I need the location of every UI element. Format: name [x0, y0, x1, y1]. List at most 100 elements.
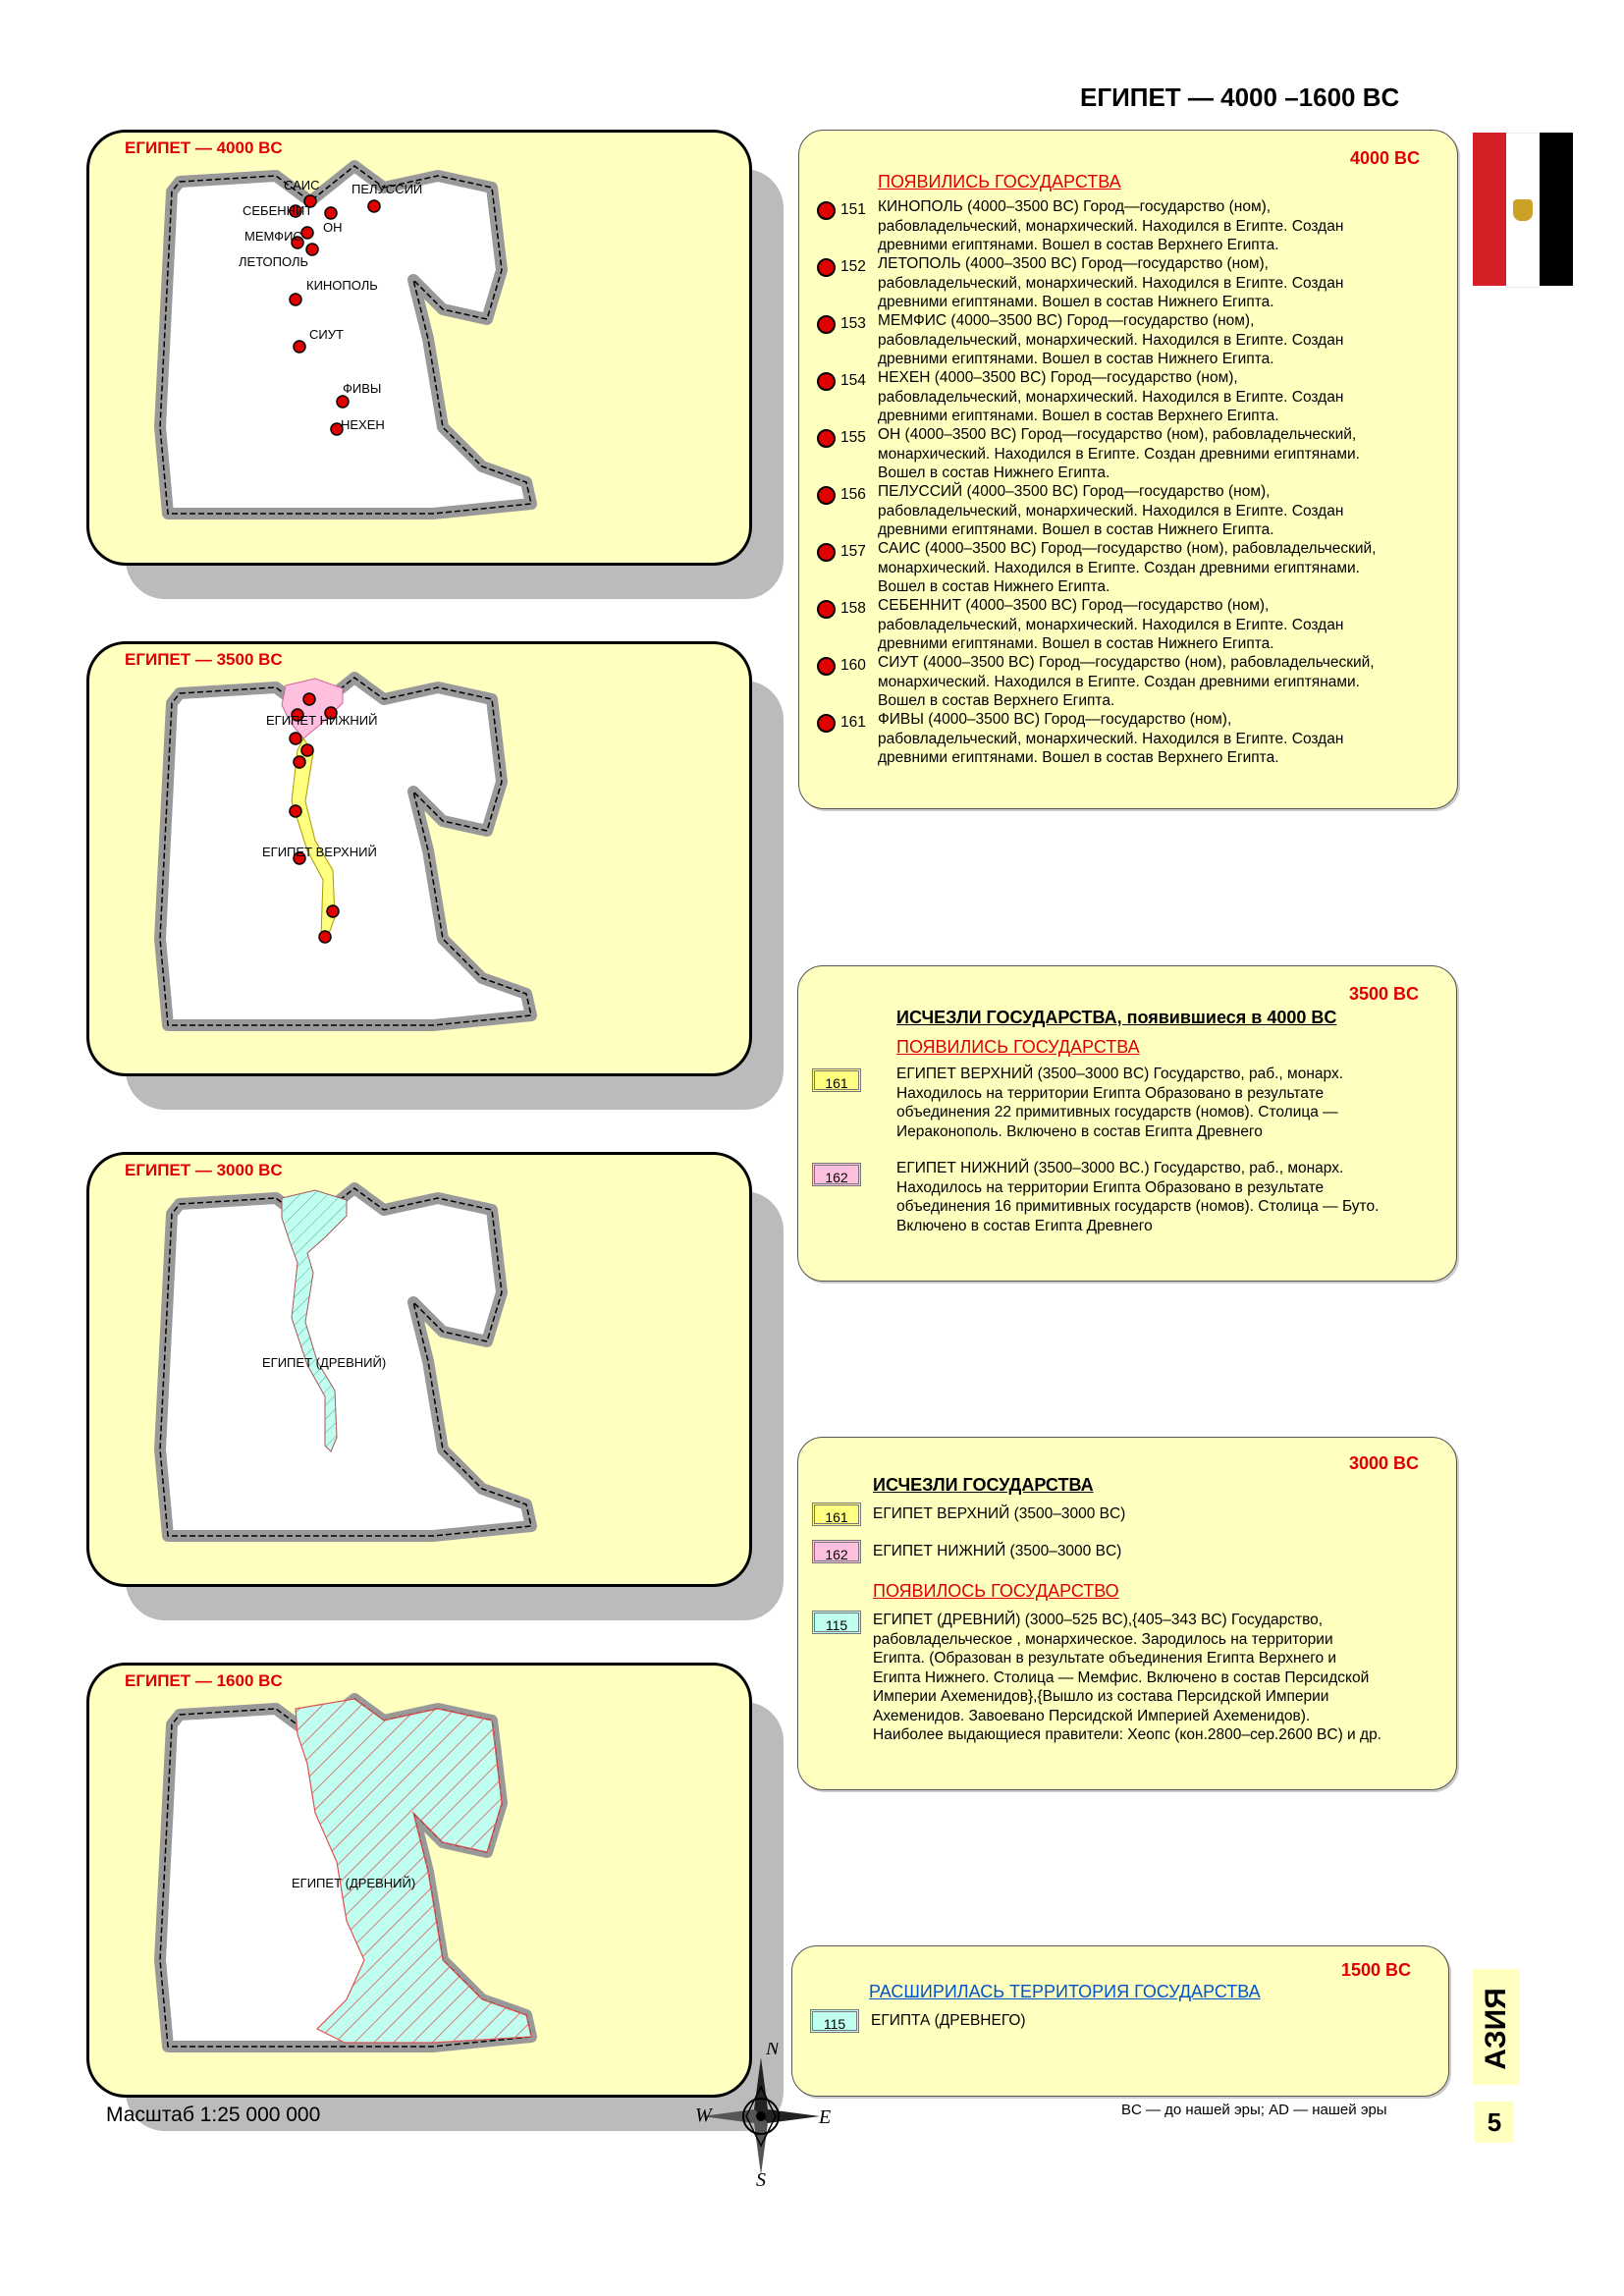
panel-year: 1500 BC — [1340, 1960, 1411, 1980]
map-panel-3500bc: ЕГИПЕТ НИЖНИЙ ЕГИПЕТ ВЕРХНИЙ ЕГИПЕТ — 35… — [86, 641, 752, 1076]
state-label: ЕГИПЕТ (ДРЕВНИЙ) — [262, 1355, 386, 1370]
page-number: 5 — [1475, 2102, 1514, 2143]
state-dot-icon — [817, 600, 836, 619]
city-dot — [293, 851, 306, 865]
entry-text: НЕХЕН (4000–3500 BC) Город—государство (… — [878, 369, 1344, 424]
city-dot — [318, 930, 332, 944]
compass-west: W — [695, 2105, 714, 2126]
entry-text: ЕГИПЕТ ВЕРХНИЙ (3500–3000 BC) — [873, 1505, 1126, 1522]
state-dot-icon — [817, 201, 836, 220]
panel-year: 3000 BC — [1348, 1453, 1419, 1473]
state-badge: 162 — [812, 1540, 861, 1563]
heading-expanded: РАСШИРИЛАСЬ ТЕРРИТОРИЯ ГОСУДАРСТВА — [869, 1982, 1261, 2001]
city-label: ФИВЫ — [343, 381, 381, 396]
entry-text: КИНОПОЛЬ (4000–3500 BC) Город—государств… — [878, 198, 1344, 253]
city-label: ПЕЛУССИЙ — [352, 182, 422, 196]
city-label: КИНОПОЛЬ — [306, 278, 378, 293]
map-title: ЕГИПЕТ — 3500 BC — [125, 650, 283, 669]
entry-text: СИУТ (4000–3500 BC) Город—государство (н… — [878, 654, 1375, 709]
map-panel-3000bc: ЕГИПЕТ (ДРЕВНИЙ) ЕГИПЕТ — 3000 BC — [86, 1152, 752, 1587]
panel-year: 3500 BC — [1348, 984, 1419, 1004]
city-dot — [293, 755, 306, 769]
state-badge: 115 — [810, 2009, 859, 2033]
entry-text: ПЕЛУССИЙ (4000–3500 BC) Город—государств… — [878, 483, 1344, 538]
flag-black-stripe — [1540, 133, 1573, 286]
compass-north: N — [765, 2043, 781, 2059]
city-dot — [324, 706, 338, 720]
state-dot-icon — [817, 372, 836, 391]
entry-text: ЕГИПЕТ НИЖНИЙ (3500–3000 BC) — [873, 1543, 1122, 1559]
compass-south: S — [756, 2169, 766, 2190]
entry-text: МЕМФИС (4000–3500 BC) Город—государство … — [878, 312, 1344, 367]
ancient-egypt-region — [281, 1189, 348, 1452]
state-label: ЕГИПЕТ ВЕРХНИЙ — [262, 845, 377, 859]
map-title: ЕГИПЕТ — 1600 BC — [125, 1671, 283, 1690]
egypt-map-4000bc: САИС ПЕЛУССИЙ СЕБЕННИТ ОН МЕМФИС ЛЕТОПОЛ… — [154, 160, 537, 519]
entry-number: 157 — [840, 543, 866, 560]
state-dot-icon — [817, 657, 836, 676]
compass-east: E — [818, 2106, 831, 2128]
city-dot-kynopolis — [289, 293, 302, 306]
heading-appeared: ПОЯВИЛОСЬ ГОСУДАРСТВО — [873, 1581, 1119, 1601]
compass-rose: N W E S — [687, 2038, 835, 2191]
entry-number: 152 — [840, 258, 866, 275]
state-badge: 161 — [812, 1068, 861, 1092]
city-dot-on — [324, 206, 338, 220]
city-dot — [289, 732, 302, 745]
entry-text: ЕГИПЕТ ВЕРХНИЙ (3500–3000 BC) Государств… — [896, 1066, 1344, 1140]
city-dot — [300, 743, 314, 757]
entry-text: ЕГИПЕТ НИЖНИЙ (3500–3000 BC.) Государств… — [896, 1160, 1380, 1234]
map-scale: Масштаб 1:25 000 000 — [106, 2104, 321, 2126]
entry-text: ФИВЫ (4000–3500 BC) Город—государство (н… — [878, 711, 1344, 766]
entry-text: ОН (4000–3500 BC) Город—государство (ном… — [878, 426, 1360, 481]
state-label: ЕГИПЕТ (ДРЕВНИЙ) — [292, 1876, 415, 1890]
region-label-text: АЗИЯ — [1480, 1988, 1512, 2070]
flag-red-stripe — [1473, 133, 1506, 286]
city-dot — [291, 708, 304, 722]
region-side-label: АЗИЯ — [1473, 1969, 1520, 2085]
city-dot-nekhen — [330, 422, 344, 436]
entry-number: 161 — [840, 714, 866, 731]
state-dot-icon — [817, 486, 836, 505]
city-dot-memphis — [300, 226, 314, 240]
entry-text: ЕГИПЕТ (ДРЕВНИЙ) (3000–525 BC),{405–343 … — [873, 1612, 1381, 1743]
entry-number: 158 — [840, 600, 866, 617]
state-badge: 115 — [812, 1611, 861, 1634]
info-panel-1500bc: 1500 BC РАСШИРИЛАСЬ ТЕРРИТОРИЯ ГОСУДАРСТ… — [791, 1945, 1449, 2097]
lower-egypt-region — [281, 678, 344, 739]
city-dot — [289, 804, 302, 818]
city-label: МЕМФИС — [244, 229, 302, 244]
state-dot-icon — [817, 429, 836, 448]
city-dot — [326, 904, 340, 918]
city-dot-thebes — [336, 395, 350, 409]
entry-number: 151 — [840, 201, 866, 218]
entry-text: САИС (4000–3500 BC) Город—государство (н… — [878, 540, 1377, 595]
city-dot — [302, 692, 316, 706]
city-label: СИУТ — [309, 327, 344, 342]
era-footnote: BC — до нашей эры; AD — нашей эры — [1121, 2102, 1387, 2118]
heading-disappeared: ИСЧЕЗЛИ ГОСУДАРСТВА — [873, 1475, 1094, 1495]
city-dot-sebennytos — [289, 204, 302, 218]
entry-number: 155 — [840, 429, 866, 446]
state-label: ЕГИПЕТ НИЖНИЙ — [266, 713, 377, 728]
info-panel-3000bc: 3000 BC ИСЧЕЗЛИ ГОСУДАРСТВА 161 ЕГИПЕТ В… — [797, 1437, 1457, 1790]
map-panel-4000bc: САИС ПЕЛУССИЙ СЕБЕННИТ ОН МЕМФИС ЛЕТОПОЛ… — [86, 130, 752, 566]
entry-text: СЕБЕННИТ (4000–3500 BC) Город—государств… — [878, 597, 1344, 652]
entry-number: 154 — [840, 372, 866, 389]
city-dot-letopolis — [291, 236, 304, 249]
city-label: САИС — [284, 178, 320, 192]
heading-appeared: ПОЯВИЛИСЬ ГОСУДАРСТВА — [878, 172, 1121, 191]
entry-number: 153 — [840, 315, 866, 332]
egypt-map-1600bc: ЕГИПЕТ (ДРЕВНИЙ) — [154, 1693, 537, 2052]
entry-text: ЕГИПТА (ДРЕВНЕГО) — [871, 2012, 1026, 2029]
info-panel-3500bc: 3500 BC ИСЧЕЗЛИ ГОСУДАРСТВА, появившиеся… — [797, 965, 1457, 1282]
egypt-map-3500bc: ЕГИПЕТ НИЖНИЙ ЕГИПЕТ ВЕРХНИЙ — [154, 672, 537, 1031]
state-dot-icon — [817, 258, 836, 277]
map-panel-1600bc: ЕГИПЕТ (ДРЕВНИЙ) ЕГИПЕТ — 1600 BC — [86, 1663, 752, 2098]
state-badge: 162 — [812, 1163, 861, 1186]
egypt-map-3000bc: ЕГИПЕТ (ДРЕВНИЙ) — [154, 1182, 537, 1542]
state-dot-icon — [817, 315, 836, 334]
entry-text: ЛЕТОПОЛЬ (4000–3500 BC) Город—государств… — [878, 255, 1344, 310]
entry-number: 160 — [840, 657, 866, 674]
eagle-emblem-icon — [1513, 199, 1533, 221]
